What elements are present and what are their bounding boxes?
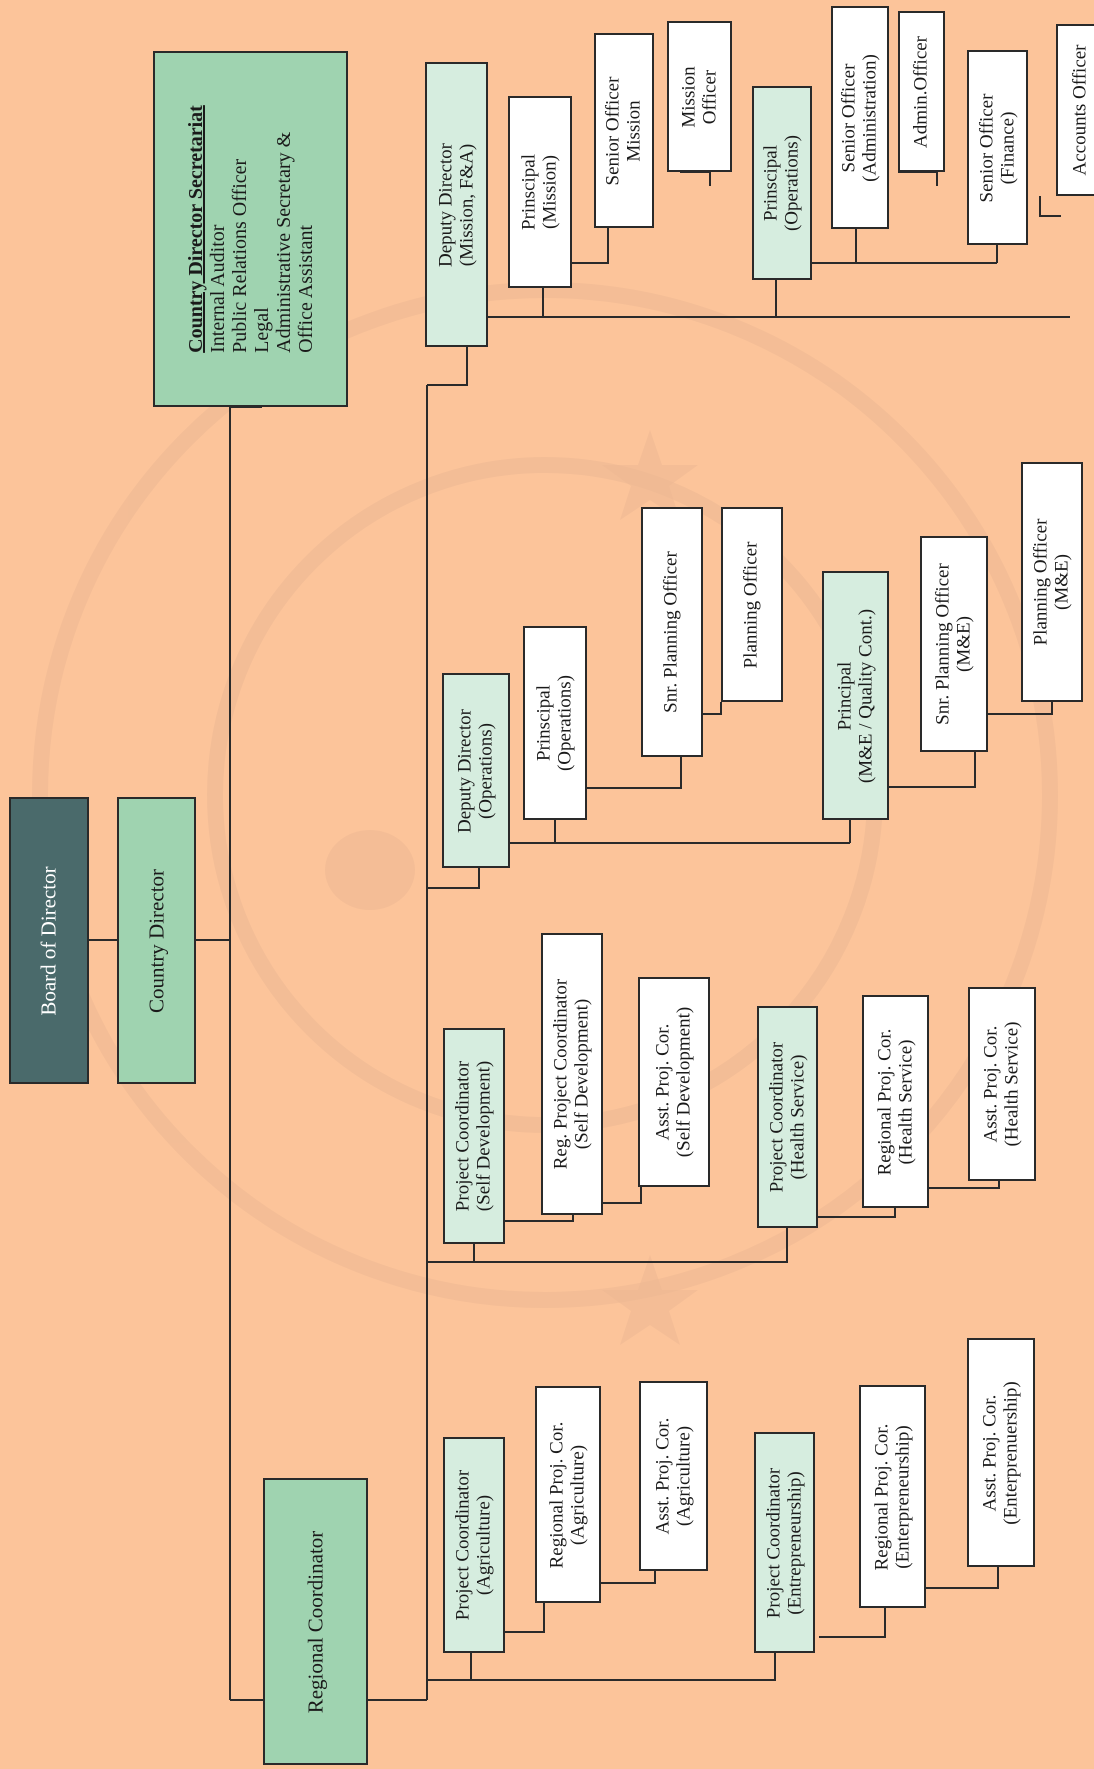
box-line: Project Coordinator	[452, 1469, 474, 1621]
box-line: (M&E)	[953, 616, 974, 672]
regional-coordinator-label: Regional Coordinator	[303, 1530, 328, 1713]
box-line: (Entrepreneurship)	[783, 1470, 805, 1615]
box-line: (Enterpreneurship)	[891, 1424, 913, 1569]
box-line: Mission	[623, 99, 644, 162]
secretariat-item: Internal Auditor	[206, 224, 229, 353]
box-line: Asst. Proj. Cor.	[652, 1023, 674, 1141]
country-director-box: Country Director	[117, 797, 196, 1084]
asst-pc-agriculture-box: Asst. Proj. Cor. (Agriculture)	[639, 1381, 708, 1571]
principal-me-box: Principal (M&E / Quality Cont.)	[822, 571, 889, 820]
box-line: (Mission)	[539, 155, 560, 229]
box-line: Project Coordinator	[452, 1060, 474, 1212]
box-line: (Health Service)	[786, 1054, 808, 1180]
pc-entrepreneurship-box: Project Coordinator (Entrepreneurship)	[754, 1432, 815, 1653]
admin-officer-box: Admin.Officer	[898, 11, 945, 172]
box-line: Deputy Director	[454, 708, 476, 833]
box-line: (Agriculture)	[672, 1425, 694, 1527]
box-line: (Agriculture)	[567, 1444, 588, 1545]
regional-pc-health-service-box: Regional Proj. Cor. (Health Service)	[862, 995, 929, 1208]
box-line: Project Coordinator	[762, 1467, 784, 1618]
regional-coordinator-box: Regional Coordinator	[263, 1478, 368, 1765]
box-line: (Health Service)	[894, 1038, 916, 1165]
box-line: Regional Proj. Cor.	[546, 1421, 568, 1568]
secretariat-item: Legal	[250, 307, 273, 353]
asst-pc-health-service-box: Asst. Proj. Cor. (Health Service)	[968, 987, 1036, 1181]
box-line: (M&E / Quality Cont.)	[854, 608, 876, 783]
box-line: Project Coordinator	[765, 1041, 787, 1193]
asst-pc-entrepreneurship-box: Asst. Proj. Cor. (Enterprenuership)	[967, 1338, 1035, 1567]
snr-planning-officer-box: Snr. Planning Officer	[641, 507, 703, 757]
box-line: (Enterprenuership)	[1000, 1380, 1021, 1525]
box-line: (Operations)	[475, 722, 496, 819]
box-line: (Self Development)	[473, 1060, 494, 1212]
box-line: (Self Development)	[571, 998, 592, 1150]
regional-pc-agriculture-box: Regional Proj. Cor. (Agriculture)	[535, 1386, 601, 1603]
box-line: (Administration)	[859, 53, 880, 182]
secretariat-item: Administrative Secretary &	[272, 131, 295, 353]
box-line: Regional Proj. Cor.	[873, 1028, 895, 1175]
regional-pc-entrepreneurship-box: Regional Proj. Cor. (Enterpreneurship)	[859, 1385, 926, 1608]
box-line: Prinscipal	[533, 685, 555, 761]
box-line: Snr. Planning Officer	[932, 563, 954, 725]
box-line: Snr. Planning Officer	[660, 551, 682, 713]
reg-pc-self-development-box: Reg. Project Coordinator (Self Developme…	[541, 933, 603, 1215]
box-line: (M&E)	[1051, 554, 1072, 610]
box-line: Planning Officer	[1030, 518, 1052, 646]
senior-officer-mission-box: Senior Officer Mission	[594, 33, 654, 228]
box-line: Mission	[677, 65, 699, 128]
box-line: (Finance)	[996, 111, 1018, 184]
secretariat-item: Office Assistant	[294, 224, 317, 353]
box-line: Prinscipal	[760, 145, 782, 221]
principal-operations-box: Prinscipal (Operations)	[523, 626, 587, 820]
planning-officer-me-box: Planning Officer (M&E)	[1021, 462, 1083, 702]
box-line: Reg. Project Coordinator	[550, 978, 572, 1170]
box-line: Prinscipal	[518, 154, 540, 230]
box-line: Senior Officer	[838, 63, 860, 172]
box-line: Asst. Proj. Cor.	[651, 1417, 673, 1535]
box-line: Planning Officer	[740, 541, 762, 668]
box-line: Deputy Director	[434, 142, 456, 267]
country-director-label: Country Director	[144, 868, 169, 1013]
deputy-director-mission-box: Deputy Director (Mission, F&A)	[425, 62, 488, 347]
secretariat-item: Public Relations Officer	[228, 158, 251, 353]
box-line: (Agriculture)	[473, 1494, 494, 1596]
box-line: (Operations)	[554, 674, 575, 772]
senior-officer-finance-box: Senior Officer (Finance)	[967, 50, 1028, 245]
board-label: Board of Director	[36, 865, 61, 1016]
deputy-director-operations-box: Deputy Director (Operations)	[442, 673, 510, 868]
box-line: Regional Proj. Cor.	[870, 1423, 892, 1570]
secretariat-box: Country Director Secretariat Internal Au…	[153, 51, 348, 407]
box-line: Officer	[698, 69, 720, 124]
principal-mission-box: Prinscipal (Mission)	[508, 96, 572, 288]
principal-operations-mission-box: Prinscipal (Operations)	[752, 86, 812, 280]
box-line: Admin.Officer	[910, 35, 932, 148]
box-line: Asst. Proj. Cor.	[980, 1025, 1002, 1143]
pc-health-service-box: Project Coordinator (Health Service)	[757, 1006, 818, 1228]
box-line: Senior Officer	[602, 76, 624, 185]
box-line: (Health Service)	[1001, 1021, 1022, 1147]
mission-officer-box: Mission Officer	[667, 21, 732, 172]
pc-self-development-box: Project Coordinator (Self Development)	[443, 1028, 505, 1244]
pc-agriculture-box: Project Coordinator (Agriculture)	[443, 1437, 505, 1653]
board-of-director-box: Board of Director	[9, 797, 89, 1084]
asst-pc-self-development-box: Asst. Proj. Cor. (Self Development)	[638, 977, 710, 1187]
accounts-officer-box: Accounts Officer	[1056, 24, 1094, 196]
box-line: (Self Development)	[673, 1006, 694, 1158]
box-line: Asst. Proj. Cor.	[979, 1394, 1001, 1511]
box-line: (Mission, F&A)	[455, 143, 477, 266]
senior-officer-administration-box: Senior Officer (Administration)	[831, 6, 889, 229]
box-line: (Operations)	[781, 134, 802, 232]
snr-planning-officer-me-box: Snr. Planning Officer (M&E)	[920, 536, 988, 752]
box-line: Senior Officer	[975, 93, 997, 202]
secretariat-title: Country Director Secretariat	[184, 105, 207, 353]
box-line: Principal	[833, 661, 855, 730]
box-line: Accounts Officer	[1069, 44, 1091, 176]
planning-officer-box: Planning Officer	[721, 507, 783, 702]
